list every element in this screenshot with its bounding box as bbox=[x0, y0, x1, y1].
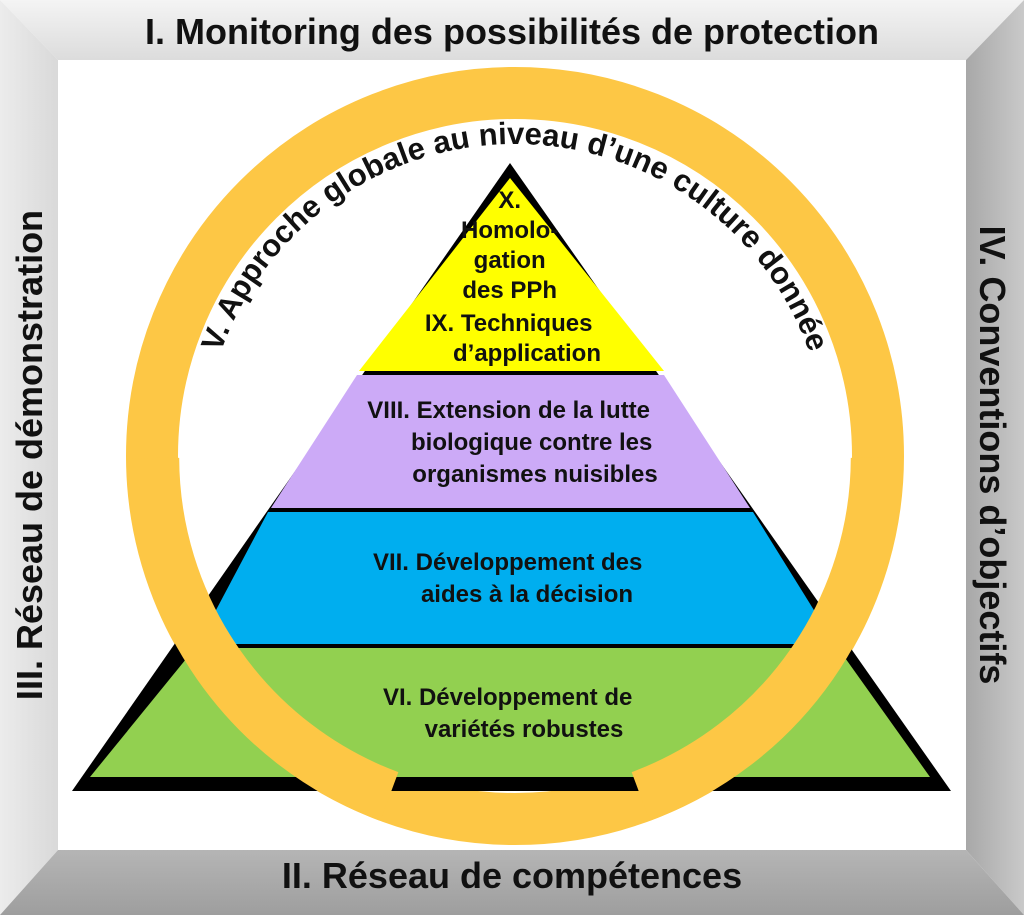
tier-top-line: X. bbox=[498, 187, 521, 214]
tier-top-line: des PPh bbox=[462, 277, 557, 304]
ring-back bbox=[126, 67, 904, 845]
tier-lower-middle-label: VII. Développement des aides à la décisi… bbox=[373, 549, 649, 608]
frame-left-panel bbox=[0, 0, 58, 915]
tier-upper-middle-line: organismes nuisibles bbox=[412, 461, 657, 488]
pyramid-tier-top bbox=[359, 178, 664, 371]
tier-base-label: VI. Développement de variétés robustes bbox=[383, 684, 639, 743]
tier-top-line: d’application bbox=[453, 340, 601, 367]
tier-upper-middle-line: VIII. Extension de la lutte bbox=[367, 397, 650, 424]
tier-top-label: X. Homolo- gation des PPh IX. Techniques… bbox=[425, 187, 601, 367]
tier-top-line: IX. Techniques bbox=[425, 310, 593, 337]
tier-upper-middle-line: biologique contre les bbox=[411, 429, 652, 456]
frame-left-label: III. Réseau de démonstration bbox=[9, 210, 50, 700]
frame-top-label: I. Monitoring des possibilités de protec… bbox=[145, 11, 879, 52]
frame-right-panel bbox=[966, 0, 1024, 915]
tier-lower-middle-line: VII. Développement des bbox=[373, 549, 642, 576]
tier-base-line: variétés robustes bbox=[425, 716, 624, 743]
tier-top-line: Homolo- bbox=[461, 217, 558, 244]
frame-right-label: IV. Conventions d’objectifs bbox=[972, 226, 1013, 685]
tier-lower-middle-line: aides à la décision bbox=[421, 581, 633, 608]
tier-upper-middle-label: VIII. Extension de la lutte biologique c… bbox=[367, 397, 659, 488]
frame-bottom-label: II. Réseau de compétences bbox=[282, 855, 742, 896]
frame-top-panel bbox=[0, 0, 1024, 60]
tier-base-line: VI. Développement de bbox=[383, 684, 632, 711]
pyramid-tier-upper-middle bbox=[271, 375, 750, 508]
ring-front-left bbox=[127, 457, 399, 821]
frame-bottom-panel bbox=[0, 850, 1024, 915]
ring-front-right bbox=[631, 457, 903, 821]
tier-top-line: gation bbox=[474, 247, 546, 274]
pyramid-tier-lower-middle bbox=[198, 512, 835, 644]
